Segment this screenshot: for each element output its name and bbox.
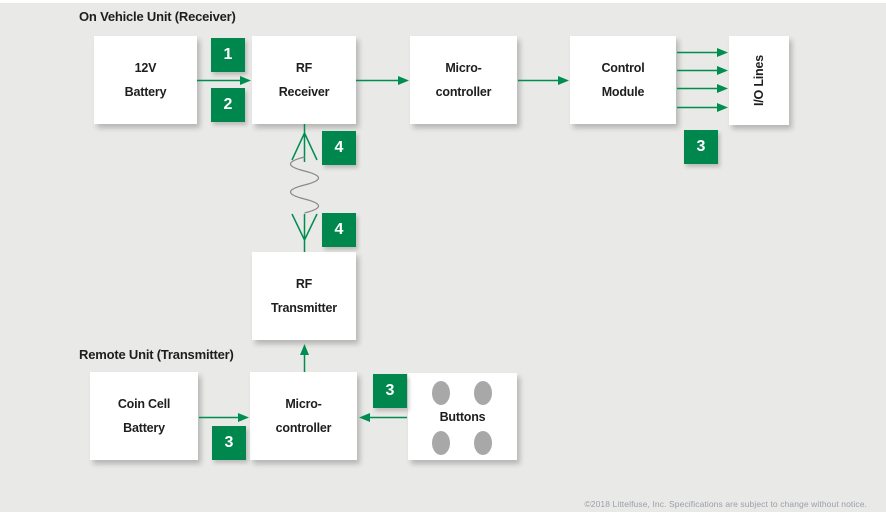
block-label: RF [295, 61, 313, 75]
block-label: 12V [134, 61, 157, 75]
block-label: controller [275, 421, 332, 435]
block-label: Transmitter [271, 301, 337, 315]
block-label: Battery [124, 85, 167, 99]
badge-3-coin-cell: 3 [212, 426, 246, 460]
block-control-module: Control Module [570, 36, 676, 124]
block-coin-cell-battery: Coin Cell Battery [90, 372, 198, 460]
block-rf-transmitter: RF Transmitter [252, 252, 356, 340]
badge-2: 2 [211, 88, 245, 122]
block-buttons: Buttons [408, 373, 517, 460]
badge-4-receiver-link: 4 [322, 131, 356, 165]
badge-4-transmitter-link: 4 [322, 213, 356, 247]
badge-3-io-lines: 3 [684, 130, 718, 164]
block-label: Coin Cell [117, 397, 171, 411]
block-label: Battery [123, 421, 165, 435]
block-label: Receiver [278, 85, 330, 99]
block-label: Buttons [439, 409, 486, 424]
button-dot-icon [432, 381, 450, 405]
copyright-notice: ©2018 Littelfuse, Inc. Specifications ar… [584, 499, 867, 509]
block-label: Micro- [285, 397, 322, 411]
block-label: RF [295, 277, 313, 291]
badge-1: 1 [211, 38, 245, 72]
block-label: Micro- [445, 61, 482, 75]
button-dot-icon [432, 431, 450, 455]
section-title-remote-unit: Remote Unit (Transmitter) [79, 347, 234, 362]
section-title-vehicle-unit: On Vehicle Unit (Receiver) [79, 9, 236, 24]
block-microcontroller-vehicle: Micro- controller [410, 36, 517, 124]
block-12v-battery: 12V Battery [94, 36, 197, 124]
block-label: Control [601, 61, 645, 75]
badge-3-buttons: 3 [373, 374, 407, 408]
button-dot-icon [474, 381, 492, 405]
button-dot-icon [474, 431, 492, 455]
block-label: Module [601, 85, 645, 99]
block-rf-receiver: RF Receiver [252, 36, 356, 124]
block-label: controller [435, 85, 492, 99]
block-label: I/O Lines [752, 55, 766, 106]
block-microcontroller-remote: Micro- controller [250, 372, 357, 460]
block-io-lines: I/O Lines [729, 36, 789, 125]
